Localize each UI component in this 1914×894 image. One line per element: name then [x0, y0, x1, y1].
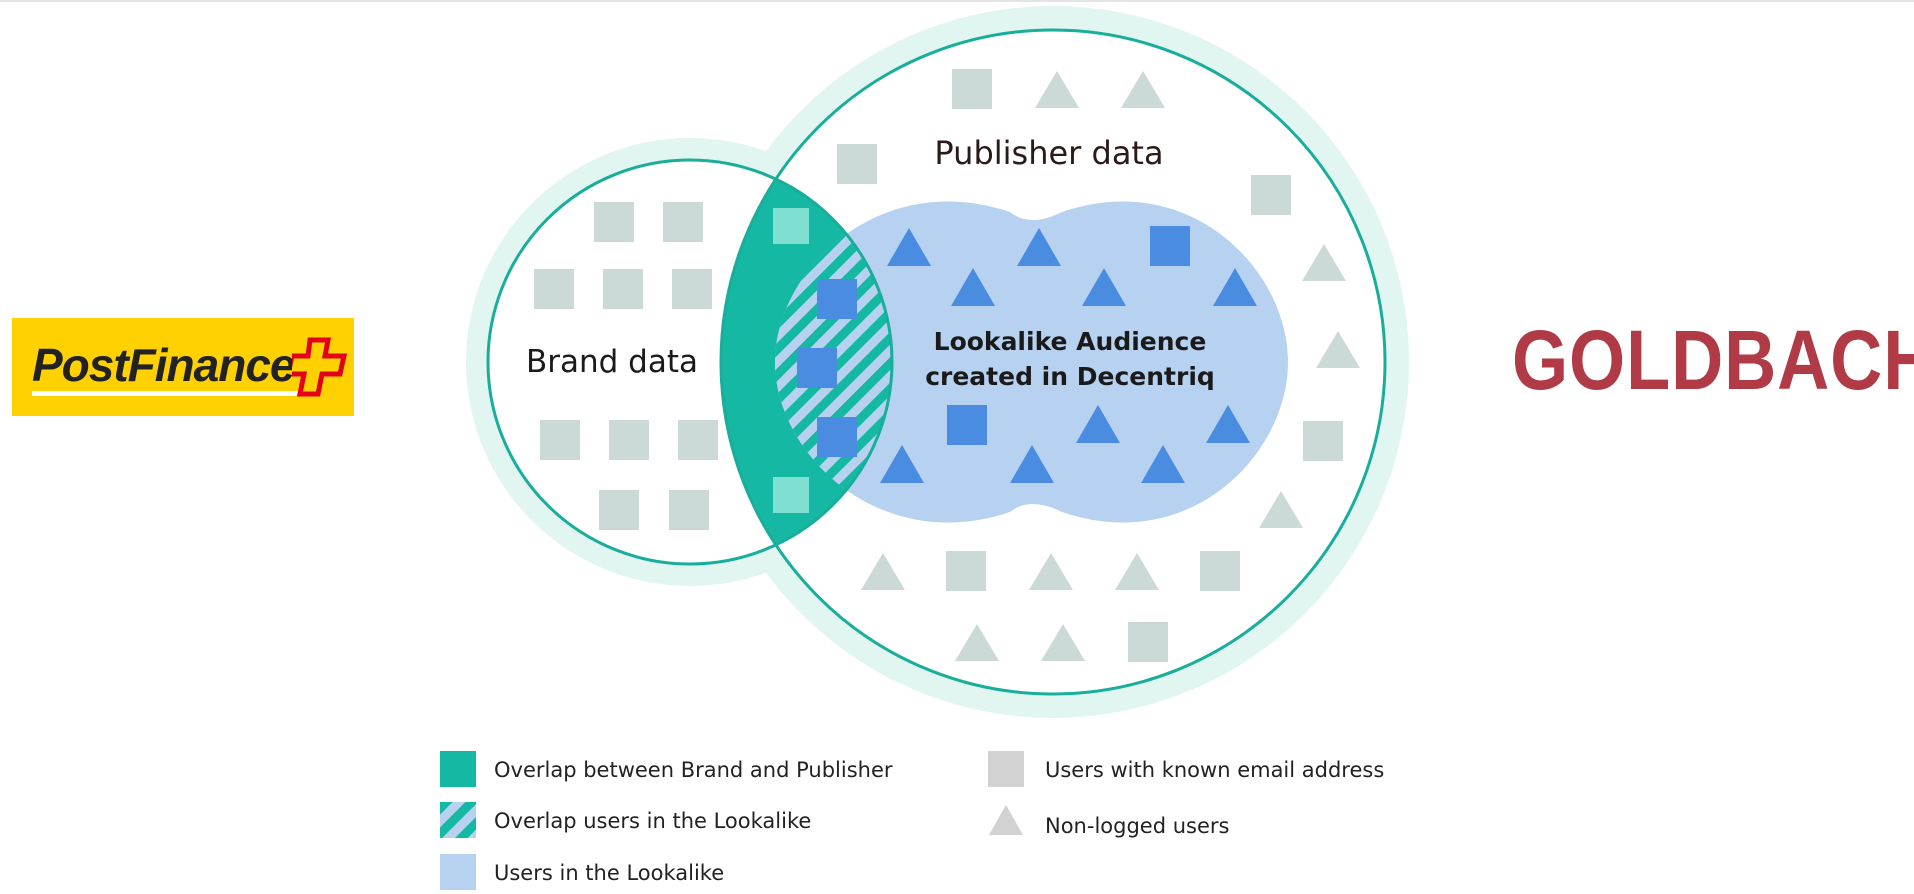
triangle-icon — [1259, 491, 1303, 528]
square-icon — [678, 420, 718, 460]
square-icon — [540, 420, 580, 460]
legend-users-lookalike: Users in the Lookalike — [440, 854, 960, 894]
triangle-icon — [1213, 268, 1257, 306]
square-icon — [988, 751, 1024, 787]
triangle-icon — [861, 553, 905, 590]
grey-triangle-markers — [861, 71, 1360, 661]
legend-swatch-teal — [440, 751, 476, 787]
square-icon — [669, 490, 709, 530]
square-icon — [817, 279, 857, 319]
triangle-icon — [1076, 405, 1120, 443]
triangle-icon — [955, 624, 999, 661]
triangle-icon — [1017, 228, 1061, 266]
brand-data-label: Brand data — [526, 344, 698, 380]
triangle-icon — [1035, 71, 1079, 108]
overlap-square-markers — [773, 208, 809, 513]
legend-overlap-lookalike: Overlap users in the Lookalike — [440, 802, 960, 842]
publisher-data-label: Publisher data — [934, 134, 1163, 172]
lookalike-markers — [797, 226, 1257, 483]
triangle-icon — [880, 445, 924, 483]
lookalike-label-line1: Lookalike Audience — [934, 327, 1207, 356]
square-icon — [946, 551, 986, 591]
legend-non-logged: Non-logged users — [988, 802, 1508, 842]
legend-label: Users in the Lookalike — [494, 861, 725, 885]
triangle-icon — [1121, 71, 1165, 108]
triangle-icon — [1082, 268, 1126, 306]
top-divider — [0, 0, 1914, 2]
triangle-icon — [988, 804, 1024, 836]
square-icon — [1303, 421, 1343, 461]
square-icon — [1128, 622, 1168, 662]
triangle-icon — [951, 268, 995, 306]
square-icon — [534, 269, 574, 309]
legend-label: Users with known email address — [1045, 758, 1385, 782]
venn-diagram: Brand data Publisher data Lookalike Audi… — [466, 6, 1409, 718]
swiss-cross-icon — [292, 337, 348, 397]
triangle-icon — [887, 228, 931, 266]
legend-label: Non-logged users — [1045, 814, 1230, 838]
triangle-icon — [1029, 553, 1073, 590]
square-icon — [797, 348, 837, 388]
postfinance-logo-text: PostFinance — [32, 339, 296, 391]
postfinance-logo-underline — [32, 391, 304, 396]
square-icon — [609, 420, 649, 460]
triangle-icon — [1010, 445, 1054, 483]
square-icon — [672, 269, 712, 309]
postfinance-logo: PostFinance — [12, 318, 354, 416]
grey-square-markers — [534, 69, 1343, 662]
goldbach-logo: GOLDBACH — [1512, 313, 1914, 407]
legend-label: Overlap users in the Lookalike — [494, 809, 812, 833]
legend-swatch-striped — [440, 802, 476, 838]
legend-swatch-blue — [440, 854, 476, 890]
triangle-icon — [1041, 624, 1085, 661]
square-icon — [594, 202, 634, 242]
square-icon — [952, 69, 992, 109]
square-icon — [1150, 226, 1190, 266]
legend-overlap-brand-publisher: Overlap between Brand and Publisher — [440, 751, 960, 791]
square-icon — [817, 417, 857, 457]
publisher-circle-outline — [719, 28, 1387, 696]
square-icon — [1251, 175, 1291, 215]
square-icon — [837, 144, 877, 184]
triangle-icon — [1141, 445, 1185, 483]
legend-label: Overlap between Brand and Publisher — [494, 758, 893, 782]
legend-known-email: Users with known email address — [988, 751, 1508, 791]
square-icon — [663, 202, 703, 242]
triangle-icon — [1316, 331, 1360, 368]
square-icon — [947, 405, 987, 445]
triangle-icon — [1302, 244, 1346, 281]
square-icon — [773, 208, 809, 244]
square-icon — [773, 477, 809, 513]
square-icon — [603, 269, 643, 309]
square-icon — [599, 490, 639, 530]
triangle-icon — [1206, 405, 1250, 443]
lookalike-label-line2: created in Decentriq — [925, 362, 1215, 391]
square-icon — [1200, 551, 1240, 591]
brand-circle-outline — [486, 158, 894, 566]
triangle-icon — [1115, 553, 1159, 590]
lookalike-area — [775, 201, 1288, 523]
